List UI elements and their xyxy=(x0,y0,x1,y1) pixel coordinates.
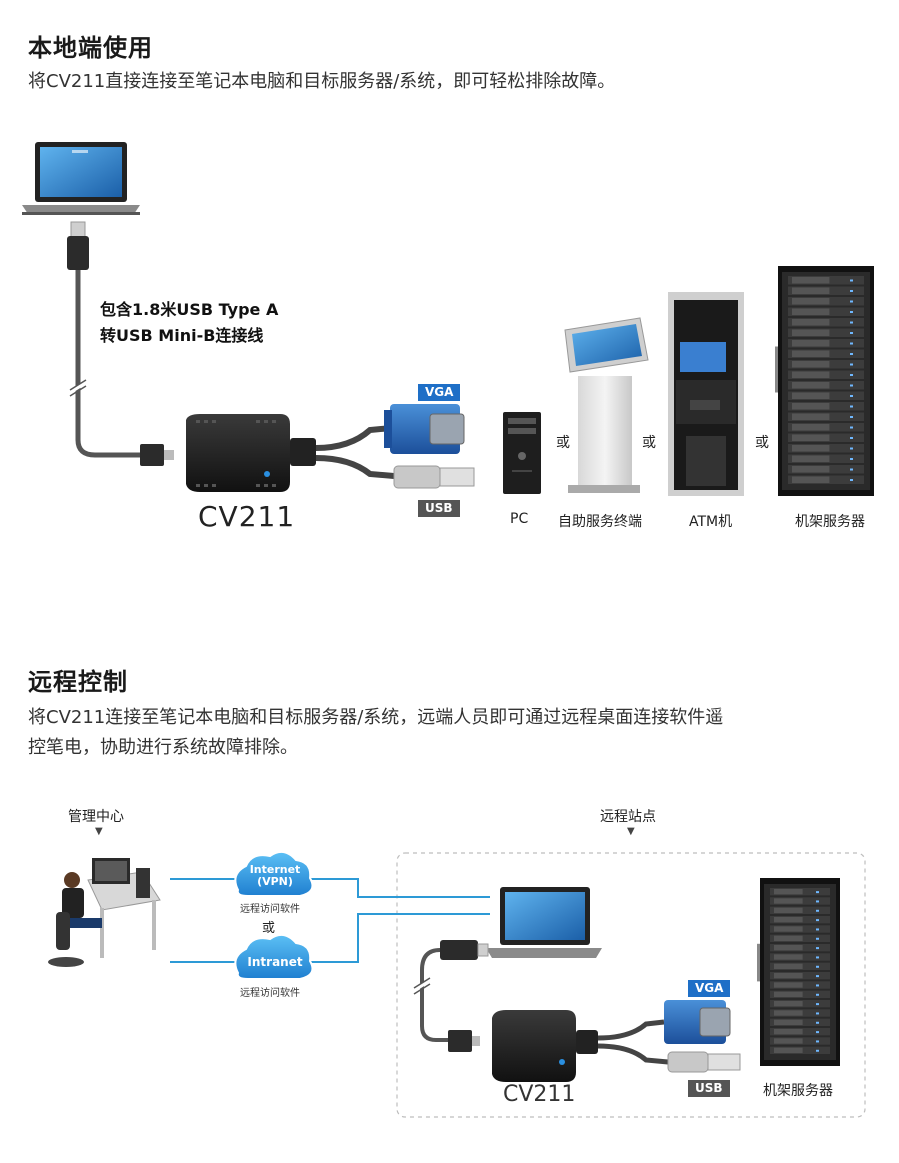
laptop-icon xyxy=(22,142,140,215)
cable-note-line2: 转USB Mini-B连接线 xyxy=(100,326,264,345)
vga-connector-icon xyxy=(384,404,465,454)
intranet-caption: 远程访问软件 xyxy=(240,988,300,999)
remote-usb-connector-icon xyxy=(667,1051,741,1073)
remote-cv211-device-icon xyxy=(492,1010,598,1082)
remote-server-label: 机架服务器 xyxy=(763,1083,833,1099)
usb-tag: USB xyxy=(418,500,460,517)
remote-heading: 远程控制 xyxy=(28,668,128,696)
device-label: CV211 xyxy=(198,500,296,533)
remote-mini-b-plug-icon xyxy=(448,1030,480,1052)
remote-usb-tag: USB xyxy=(688,1080,730,1097)
cv211-device-icon xyxy=(186,414,316,492)
internet-cloud-label: Internet (VPN) xyxy=(242,864,308,888)
or-label-2: 或 xyxy=(642,435,656,451)
remote-rack-server-icon xyxy=(757,878,840,1066)
remote-or-label: 或 xyxy=(262,921,276,936)
target-kiosk-label: 自助服务终端 xyxy=(558,514,642,530)
rack-server-icon xyxy=(775,266,874,496)
remote-description-line2: 控笔电，协助进行系统故障排除。 xyxy=(28,737,298,758)
remote-site-label: 远程站点 xyxy=(600,809,656,825)
target-rack-label: 机架服务器 xyxy=(795,514,865,530)
kiosk-icon xyxy=(564,317,649,493)
target-pc-label: PC xyxy=(510,511,529,527)
internet-cloud-line2: (VPN) xyxy=(257,875,293,888)
remote-site-arrow-icon: ▼ xyxy=(627,826,635,837)
vga-tag: VGA xyxy=(418,384,461,401)
network-lines xyxy=(170,878,490,963)
local-diagram xyxy=(22,142,874,496)
usb-a-plug-icon xyxy=(67,221,89,270)
or-label-3: 或 xyxy=(755,435,769,451)
mgmt-center-label: 管理中心 xyxy=(68,809,124,825)
pc-tower-icon xyxy=(503,412,541,494)
target-atm-label: ATM机 xyxy=(689,514,733,530)
intranet-cloud-label: Intranet xyxy=(247,955,303,969)
operator-workstation-icon xyxy=(48,858,161,967)
remote-vga-connector-icon xyxy=(664,1000,731,1044)
or-label-1: 或 xyxy=(556,435,570,451)
internet-caption: 远程访问软件 xyxy=(240,904,300,915)
mgmt-arrow-icon: ▼ xyxy=(95,826,103,837)
local-description: 将CV211直接连接至笔记本电脑和目标服务器/系统，即可轻松排除故障。 xyxy=(28,71,616,92)
remote-laptop-icon xyxy=(486,887,602,958)
cable-note-line1: 包含1.8米USB Type A xyxy=(100,300,279,319)
remote-device-label: CV211 xyxy=(503,1082,576,1107)
local-heading: 本地端使用 xyxy=(28,34,153,62)
remote-usb-plug-icon xyxy=(440,940,489,960)
usb-connector-icon xyxy=(393,465,475,489)
remote-description-line1: 将CV211连接至笔记本电脑和目标服务器/系统，远端人员即可通过远程桌面连接软件… xyxy=(28,707,724,728)
remote-site-box xyxy=(396,852,866,1118)
atm-icon xyxy=(668,292,744,496)
internet-cloud-line1: Internet xyxy=(249,863,301,876)
remote-vga-tag: VGA xyxy=(688,980,731,997)
mini-b-plug-icon xyxy=(140,444,174,466)
